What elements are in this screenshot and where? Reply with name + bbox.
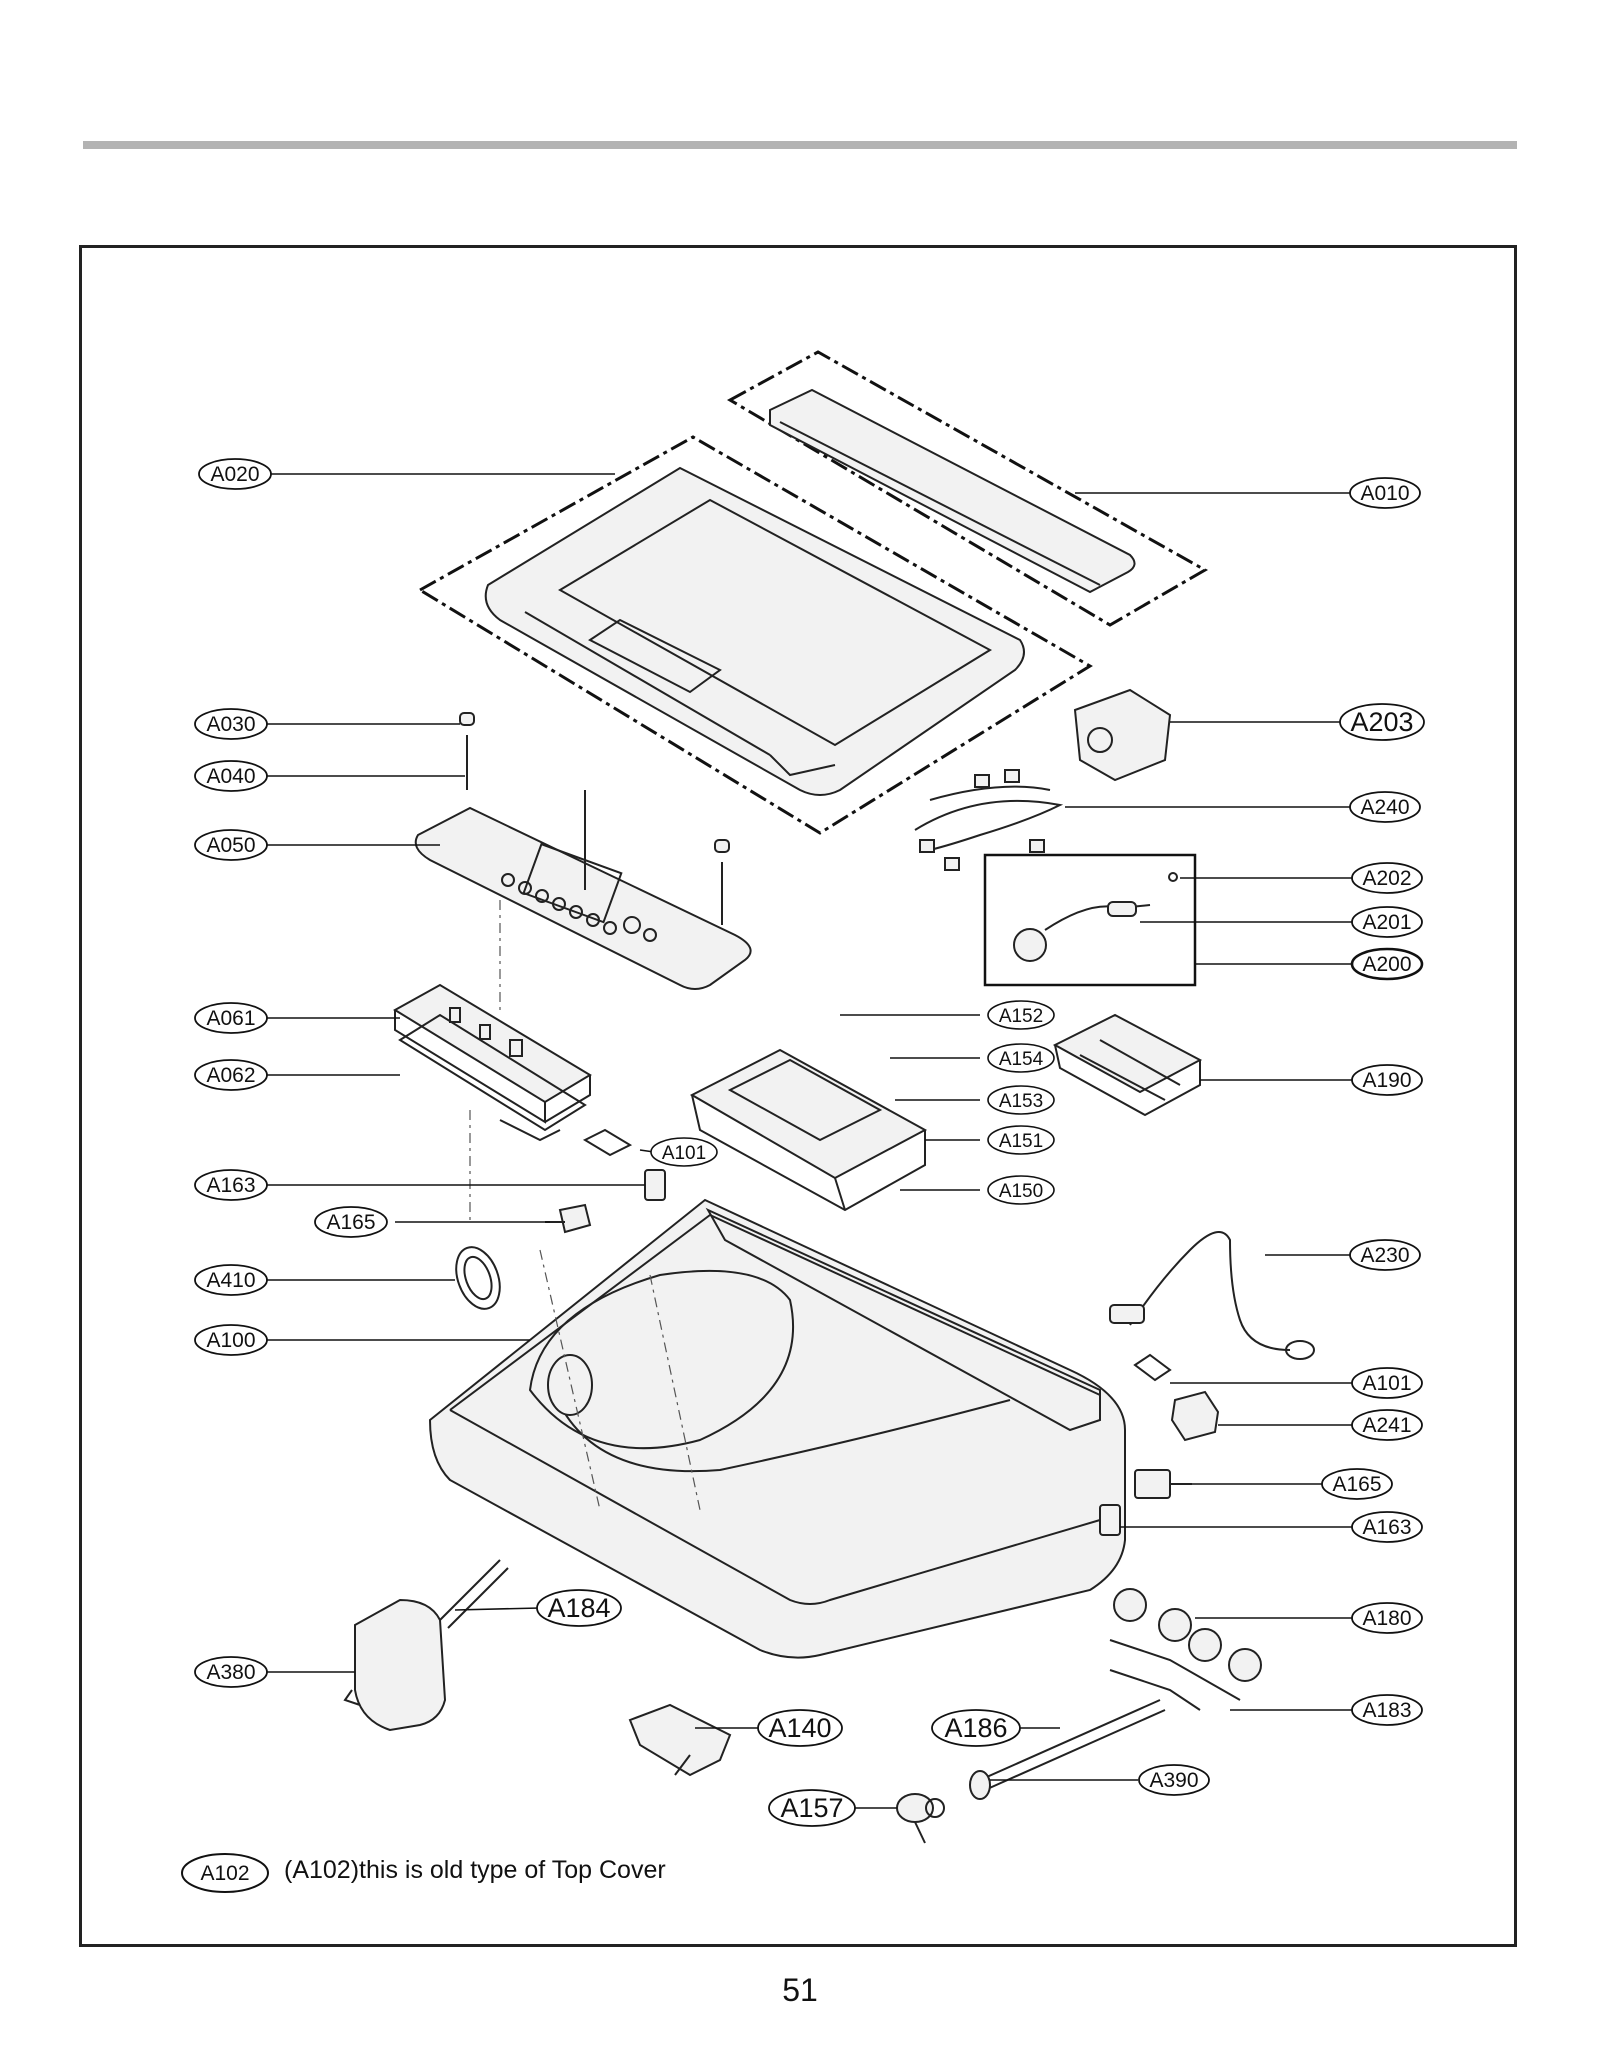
- top-lid-assembly: [417, 435, 1093, 835]
- callout-A101-right: A101: [1351, 1367, 1423, 1399]
- callout-A020: A020: [198, 458, 272, 490]
- detergent-drawer: [689, 1048, 928, 1212]
- callout-label: A180: [1362, 1607, 1411, 1630]
- rear-cap-assembly: [726, 350, 1209, 627]
- callout-label: A201: [1362, 911, 1411, 934]
- callout-A140: A140: [757, 1709, 843, 1747]
- callout-label: A157: [780, 1793, 843, 1823]
- callout-A050: A050: [194, 829, 268, 861]
- callout-label: A410: [206, 1269, 255, 1292]
- callout-label: A152: [999, 1006, 1043, 1027]
- note-text: (A102)this is old type of Top Cover: [284, 1856, 666, 1884]
- callout-label: A150: [999, 1181, 1043, 1202]
- callout-label: A062: [206, 1064, 255, 1087]
- callout-A154: A154: [987, 1043, 1055, 1073]
- callout-label: A020: [210, 463, 259, 486]
- callout-label: A101: [1362, 1372, 1411, 1395]
- callout-A061: A061: [194, 1002, 268, 1034]
- callout-A190: A190: [1351, 1064, 1423, 1096]
- callout-label: A184: [547, 1593, 610, 1623]
- callout-label: A163: [1362, 1516, 1411, 1539]
- control-panel: [414, 712, 752, 990]
- callout-A186: A186: [931, 1709, 1021, 1747]
- callout-A184: A184: [536, 1589, 622, 1627]
- callout-A240: A240: [1349, 791, 1421, 823]
- lid-switch: [628, 1703, 732, 1777]
- callout-A150: A150: [987, 1175, 1055, 1205]
- callout-label: A200: [1362, 953, 1411, 976]
- wiring-harness: [914, 769, 1064, 871]
- callout-label: A101: [662, 1143, 706, 1164]
- callout-label: A190: [1362, 1069, 1411, 1092]
- callout-A230: A230: [1349, 1239, 1421, 1271]
- callout-label: A100: [206, 1329, 255, 1352]
- callout-label: A153: [999, 1091, 1043, 1112]
- callout-A100: A100: [194, 1324, 268, 1356]
- callout-A010: A010: [1349, 477, 1421, 509]
- callout-label: A151: [999, 1131, 1043, 1152]
- callout-label: A165: [1332, 1473, 1381, 1496]
- callout-label: A186: [944, 1713, 1007, 1743]
- callout-A180: A180: [1351, 1602, 1423, 1634]
- callout-A040: A040: [194, 760, 268, 792]
- pcb-assembly: [393, 900, 592, 1220]
- callout-label: A061: [206, 1007, 255, 1030]
- callout-A152: A152: [987, 1000, 1055, 1030]
- lid-lock: [1073, 688, 1172, 782]
- callout-A390: A390: [1138, 1764, 1210, 1796]
- header-rule: [83, 141, 1517, 149]
- dispenser-housing: [1052, 1013, 1203, 1117]
- callout-A183: A183: [1351, 1694, 1423, 1726]
- callout-A163-left: A163: [194, 1169, 268, 1201]
- callout-label: A165: [326, 1211, 375, 1234]
- callout-A062: A062: [194, 1059, 268, 1091]
- callout-A200: A200: [1350, 947, 1424, 981]
- diagram-frame: [79, 245, 1517, 1947]
- callout-A203: A203: [1339, 703, 1425, 741]
- callout-A410: A410: [194, 1264, 268, 1296]
- page-number: 51: [782, 1972, 818, 2008]
- callout-A157: A157: [768, 1789, 856, 1827]
- callout-label: A390: [1149, 1769, 1198, 1792]
- pressure-switch-box: [983, 853, 1197, 987]
- callout-label: A163: [206, 1174, 255, 1197]
- funnel: [896, 1793, 945, 1844]
- callout-label: A040: [206, 765, 255, 788]
- leader-lines: [265, 473, 1352, 1809]
- callout-label: A140: [768, 1713, 831, 1743]
- callout-label: A240: [1360, 796, 1409, 819]
- small-parts-left: [455, 1128, 666, 1310]
- callout-label: A380: [206, 1661, 255, 1684]
- inlet-valve-assembly: [969, 1588, 1262, 1800]
- callout-A165-left: A165: [314, 1206, 388, 1238]
- callout-label: A010: [1360, 482, 1409, 505]
- callout-label: A183: [1362, 1699, 1411, 1722]
- callout-A165-right: A165: [1321, 1468, 1393, 1500]
- callout-A380: A380: [194, 1656, 268, 1688]
- callout-A153: A153: [987, 1085, 1055, 1115]
- callout-label: A202: [1362, 867, 1411, 890]
- callout-A241: A241: [1351, 1409, 1423, 1441]
- callout-label: A230: [1360, 1244, 1409, 1267]
- callout-A030: A030: [194, 708, 268, 740]
- callout-label: A154: [999, 1049, 1044, 1070]
- callout-A163-right: A163: [1351, 1511, 1423, 1543]
- callout-label: A030: [206, 713, 255, 736]
- right-lower-parts: [1099, 1231, 1315, 1536]
- top-cover-body: [428, 1198, 1126, 1659]
- callout-A201: A201: [1351, 906, 1423, 938]
- callout-label: A050: [206, 834, 255, 857]
- inlet-hopper: [343, 1559, 509, 1732]
- note-badge-label: A102: [200, 1862, 249, 1885]
- callout-A151: A151: [987, 1125, 1055, 1155]
- callout-label: A203: [1350, 707, 1413, 737]
- callout-label: A241: [1362, 1414, 1411, 1437]
- note-badge: A102: [181, 1853, 269, 1893]
- callout-A101-top: A101: [650, 1137, 718, 1167]
- callout-A202: A202: [1351, 862, 1423, 894]
